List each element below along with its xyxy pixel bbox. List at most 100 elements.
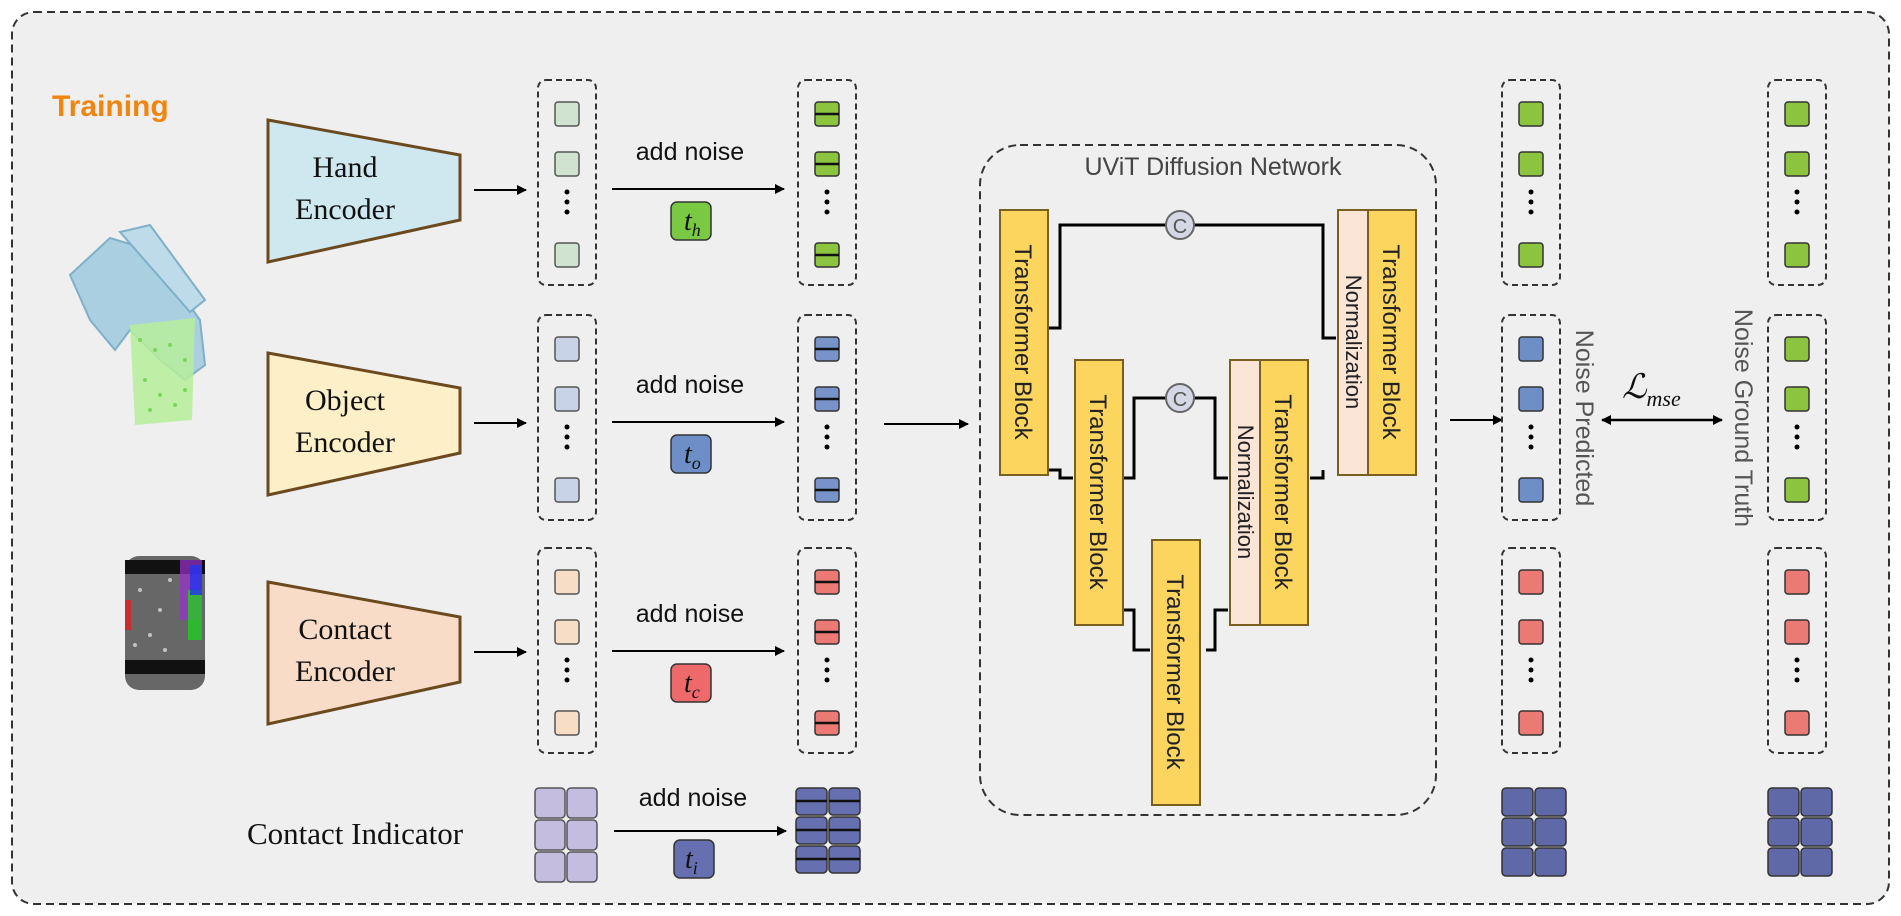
output-token bbox=[1784, 151, 1810, 177]
normalization-up-1-label: Normalization bbox=[1233, 425, 1258, 560]
uvit-title: UViT Diffusion Network bbox=[1084, 153, 1342, 181]
output-token-group bbox=[1767, 314, 1827, 521]
output-token bbox=[1784, 569, 1810, 595]
token bbox=[554, 569, 580, 595]
output-token bbox=[1784, 710, 1810, 736]
token-column bbox=[537, 79, 597, 286]
timestep-badge bbox=[670, 663, 712, 703]
timestep-base: t bbox=[685, 844, 694, 875]
output-indicator-cell bbox=[1534, 787, 1567, 817]
encoder-label-line1: Contact bbox=[298, 613, 392, 646]
normalization-up-2 bbox=[1337, 209, 1369, 476]
token bbox=[554, 151, 580, 177]
timestep-sub: o bbox=[692, 453, 701, 473]
output-token bbox=[1784, 477, 1810, 503]
ellipsis-dot bbox=[1528, 199, 1534, 205]
token bbox=[554, 242, 580, 268]
noisy-token-column bbox=[797, 547, 857, 754]
ellipsis-dot bbox=[1794, 189, 1800, 195]
ellipsis-dot bbox=[1794, 434, 1800, 440]
ellipsis-dot bbox=[1528, 657, 1534, 663]
transformer-block-down-2 bbox=[1074, 359, 1124, 626]
ellipsis-dot bbox=[564, 199, 570, 205]
contact-indicator-label: Contact Indicator bbox=[247, 816, 464, 851]
indicator-cell bbox=[566, 787, 598, 819]
timestep-sub: c bbox=[692, 682, 700, 702]
ellipsis-dot bbox=[1794, 209, 1800, 215]
object-point-cloud-illustration bbox=[125, 556, 205, 690]
noisy-token-column bbox=[797, 79, 857, 286]
output-token-group bbox=[1767, 79, 1827, 286]
output-indicator-cell bbox=[1800, 787, 1833, 817]
ellipsis-dot bbox=[564, 657, 570, 663]
add-noise-label: add noise bbox=[636, 600, 744, 628]
ellipsis-dot bbox=[564, 434, 570, 440]
token bbox=[554, 386, 580, 412]
token bbox=[554, 336, 580, 362]
transformer-block-bottleneck bbox=[1151, 539, 1201, 806]
timestep-sub: h bbox=[692, 220, 701, 240]
timestep-symbol: th bbox=[684, 206, 701, 240]
output-token bbox=[1518, 710, 1544, 736]
output-indicator-cell bbox=[1534, 847, 1567, 877]
ellipsis-dot bbox=[564, 189, 570, 195]
ellipsis-dot bbox=[1528, 677, 1534, 683]
indicator-cell bbox=[566, 819, 598, 851]
ellipsis-dot bbox=[1528, 434, 1534, 440]
output-token bbox=[1518, 336, 1544, 362]
output-token-group bbox=[1501, 314, 1561, 521]
output-token bbox=[1784, 336, 1810, 362]
ellipsis-dot bbox=[1528, 424, 1534, 430]
timestep-symbol: to bbox=[684, 439, 701, 473]
normalization-up-2-label: Normalization bbox=[1341, 275, 1366, 410]
encoder-label-line2: Encoder bbox=[295, 193, 395, 226]
ellipsis-dot bbox=[1794, 444, 1800, 450]
ellipsis-dot bbox=[1794, 657, 1800, 663]
ellipsis-dot bbox=[1528, 667, 1534, 673]
ellipsis-dot bbox=[1528, 444, 1534, 450]
transformer-block-down-1-label: Transformer Block bbox=[1009, 244, 1036, 440]
timestep-badge bbox=[670, 201, 712, 241]
indicator-cell bbox=[566, 851, 598, 883]
ellipsis-dot bbox=[1794, 667, 1800, 673]
timestep-badge bbox=[670, 434, 712, 474]
ellipsis-dot bbox=[1528, 189, 1534, 195]
timestep-base: t bbox=[684, 668, 693, 699]
ellipsis-dot bbox=[564, 424, 570, 430]
mse-loss-symbol: ℒmse bbox=[1622, 369, 1681, 411]
noise-ground-truth-label: Noise Ground Truth bbox=[1729, 309, 1757, 527]
timestep-symbol-indicator: ti bbox=[685, 844, 698, 878]
indicator-cell bbox=[534, 787, 566, 819]
transformer-block-bottleneck-label: Transformer Block bbox=[1161, 574, 1188, 770]
token-column bbox=[537, 547, 597, 754]
indicator-cell bbox=[534, 851, 566, 883]
ellipsis-dot bbox=[824, 444, 830, 450]
transformer-block-up-1-label: Transformer Block bbox=[1269, 394, 1296, 590]
ellipsis-dot bbox=[824, 657, 830, 663]
timestep-symbol: tc bbox=[684, 668, 700, 702]
noise-predicted-label: Noise Predicted bbox=[1570, 330, 1598, 506]
ellipsis-dot bbox=[824, 189, 830, 195]
encoder-label-line2: Encoder bbox=[295, 426, 395, 459]
timestep-base: t bbox=[684, 206, 693, 237]
encoder-label-line2: Encoder bbox=[295, 655, 395, 688]
encoder-trapezoid bbox=[266, 351, 462, 497]
ellipsis-dot bbox=[1528, 209, 1534, 215]
ellipsis-dot bbox=[1794, 199, 1800, 205]
ellipsis-dot bbox=[824, 199, 830, 205]
timestep-badge-indicator bbox=[673, 839, 715, 879]
output-indicator-cell bbox=[1501, 817, 1534, 847]
ellipsis-dot bbox=[1794, 424, 1800, 430]
training-title: Training bbox=[52, 90, 169, 123]
noise-predicted-column bbox=[1501, 79, 1567, 877]
output-indicator-cell bbox=[1800, 847, 1833, 877]
output-token bbox=[1784, 101, 1810, 127]
indicator-cell bbox=[534, 819, 566, 851]
token bbox=[554, 101, 580, 127]
add-noise-label-indicator: add noise bbox=[639, 784, 747, 812]
output-token bbox=[1784, 386, 1810, 412]
output-token bbox=[1518, 101, 1544, 127]
concat-symbol-top-label: C bbox=[1173, 216, 1187, 238]
